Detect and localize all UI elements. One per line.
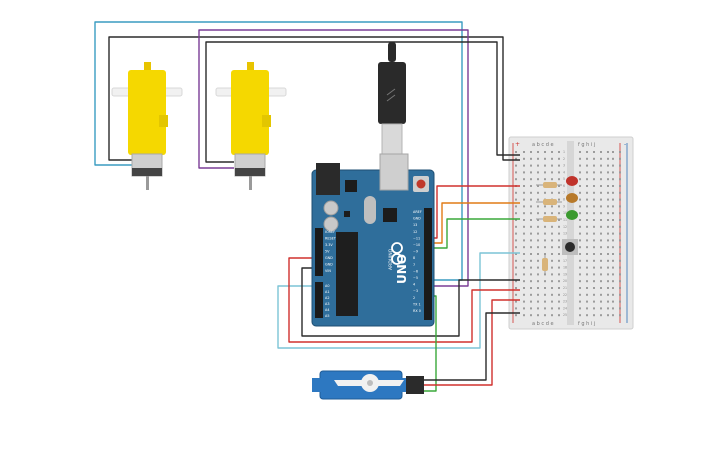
breadboard-row-number: 18 — [563, 266, 567, 270]
breadboard-row-number: 24 — [563, 306, 567, 310]
analog-pin-label: A1 — [325, 290, 329, 294]
breadboard[interactable]: a b c d e f g h i j a b c d e f g h i j … — [508, 136, 634, 330]
wires — [94, 21, 520, 392]
wire-black-motor-right[interactable] — [205, 41, 520, 163]
digital-pin-label: 4 — [413, 283, 415, 287]
breadboard-row-number: 25 — [563, 313, 567, 317]
digital-pin-label: ~10 — [413, 243, 420, 247]
digital-pin-label: 7 — [413, 263, 415, 267]
wire-cyan-motor-left[interactable] — [94, 21, 463, 281]
wire-black-motor-left[interactable] — [108, 36, 520, 161]
digital-pin-label: ~6 — [413, 269, 418, 273]
breadboard-row-number: 5 — [563, 177, 565, 181]
breadboard-row-number: 10 — [563, 211, 567, 215]
wire-lightcyan-button[interactable] — [277, 252, 520, 349]
digital-pin-label: RX 0 — [413, 309, 421, 313]
wire-orange-led[interactable] — [430, 202, 520, 244]
breadboard-row-number: 19 — [563, 272, 567, 276]
wire-black-gnd[interactable] — [301, 267, 520, 337]
micro-servo[interactable] — [312, 370, 424, 400]
breadboard-row-number: 11 — [563, 218, 567, 222]
breadboard-letters-right-top: f g h i j — [578, 142, 595, 148]
breadboard-letters-left-top: a b c d e — [532, 142, 554, 148]
resistor-button[interactable] — [542, 254, 548, 275]
breadboard-letters-right-bottom: f g h i j — [578, 321, 595, 327]
digital-pin-label: 8 — [413, 256, 415, 260]
analog-pin-label: A0 — [325, 284, 329, 288]
resistor-amber-led[interactable] — [536, 199, 562, 205]
breadboard-row-numbers: 1234567891011121314151617181920212223242… — [563, 150, 567, 317]
breadboard-row-number: 1 — [563, 150, 565, 154]
analog-pin-label: A4 — [325, 308, 329, 312]
gear-motor-right[interactable] — [215, 62, 287, 190]
wire-purple-motor-right[interactable] — [198, 29, 469, 287]
breadboard-row-number: 20 — [563, 279, 567, 283]
arduino-model-label: UNO — [395, 254, 409, 284]
digital-pin-label: GND — [413, 217, 421, 221]
power-pin-label: 5V — [325, 250, 330, 254]
breadboard-row-number: 23 — [563, 300, 567, 304]
breadboard-row-number: 21 — [563, 286, 567, 290]
led-resistor-group — [536, 176, 578, 275]
wire-black-servo[interactable] — [424, 312, 520, 381]
digital-pin-label: 2 — [413, 296, 415, 300]
breadboard-row-number: 6 — [563, 184, 565, 188]
power-pin-label: GND — [325, 263, 333, 267]
breadboard-row-number: 7 — [563, 191, 565, 195]
led-green[interactable] — [566, 210, 578, 220]
power-pin-label: 3.3V — [325, 243, 333, 247]
breadboard-row-number: 9 — [563, 204, 565, 208]
digital-pin-label: ~5 — [413, 276, 418, 280]
digital-pin-label: AREF — [413, 210, 422, 214]
resistor-green-led[interactable] — [536, 216, 562, 222]
breadboard-row-number: 8 — [563, 198, 565, 202]
wire-red-servo[interactable] — [424, 299, 520, 386]
digital-pin-label: 13 — [413, 223, 417, 227]
breadboard-row-number: 12 — [563, 225, 567, 229]
digital-pin-label: ~3 — [413, 289, 418, 293]
breadboard-holes[interactable] — [515, 151, 621, 317]
rail-plus-top: + — [515, 141, 520, 148]
analog-pin-label: A5 — [325, 314, 329, 318]
wire-red-led[interactable] — [430, 185, 520, 239]
arduino-brand-label: ARDUINO — [388, 248, 394, 270]
digital-pin-label: ~9 — [413, 250, 418, 254]
pushbutton[interactable] — [562, 239, 578, 255]
wire-green-led[interactable] — [430, 218, 520, 249]
power-pin-label: RESET — [325, 237, 337, 241]
breadboard-letters-left-bottom: a b c d e — [532, 321, 554, 327]
digital-pin-label: TX 1 — [412, 302, 421, 306]
breadboard-row-number: 4 — [563, 170, 565, 174]
arduino-infinity-logo-icon — [391, 242, 403, 265]
resistor-red-led[interactable] — [536, 182, 562, 188]
breadboard-row-number: 17 — [563, 259, 567, 263]
power-pin-label: GND — [325, 256, 333, 260]
analog-pin-label: A3 — [325, 302, 329, 306]
wire-red-5v[interactable] — [288, 257, 520, 343]
led-red[interactable] — [566, 176, 578, 186]
rail-minus-top: - — [624, 141, 626, 148]
led-amber[interactable] — [566, 193, 578, 203]
usb-cable[interactable] — [378, 42, 406, 155]
analog-pin-label: A2 — [325, 296, 329, 300]
breadboard-row-number: 2 — [563, 157, 565, 161]
breadboard-row-number: 3 — [563, 164, 565, 168]
digital-pin-label: 12 — [413, 230, 417, 234]
breadboard-row-number: 13 — [563, 232, 567, 236]
power-pin-label: VIN — [325, 269, 331, 273]
power-pin-label: IOREF — [325, 230, 335, 234]
gear-motor-left[interactable] — [111, 62, 183, 190]
arduino-uno-board[interactable]: UNO ARDUINO IOREFRESET3.3V5VGNDGNDVINA0A… — [311, 153, 435, 327]
breadboard-row-number: 22 — [563, 293, 567, 297]
digital-pin-label: ~11 — [413, 236, 420, 240]
